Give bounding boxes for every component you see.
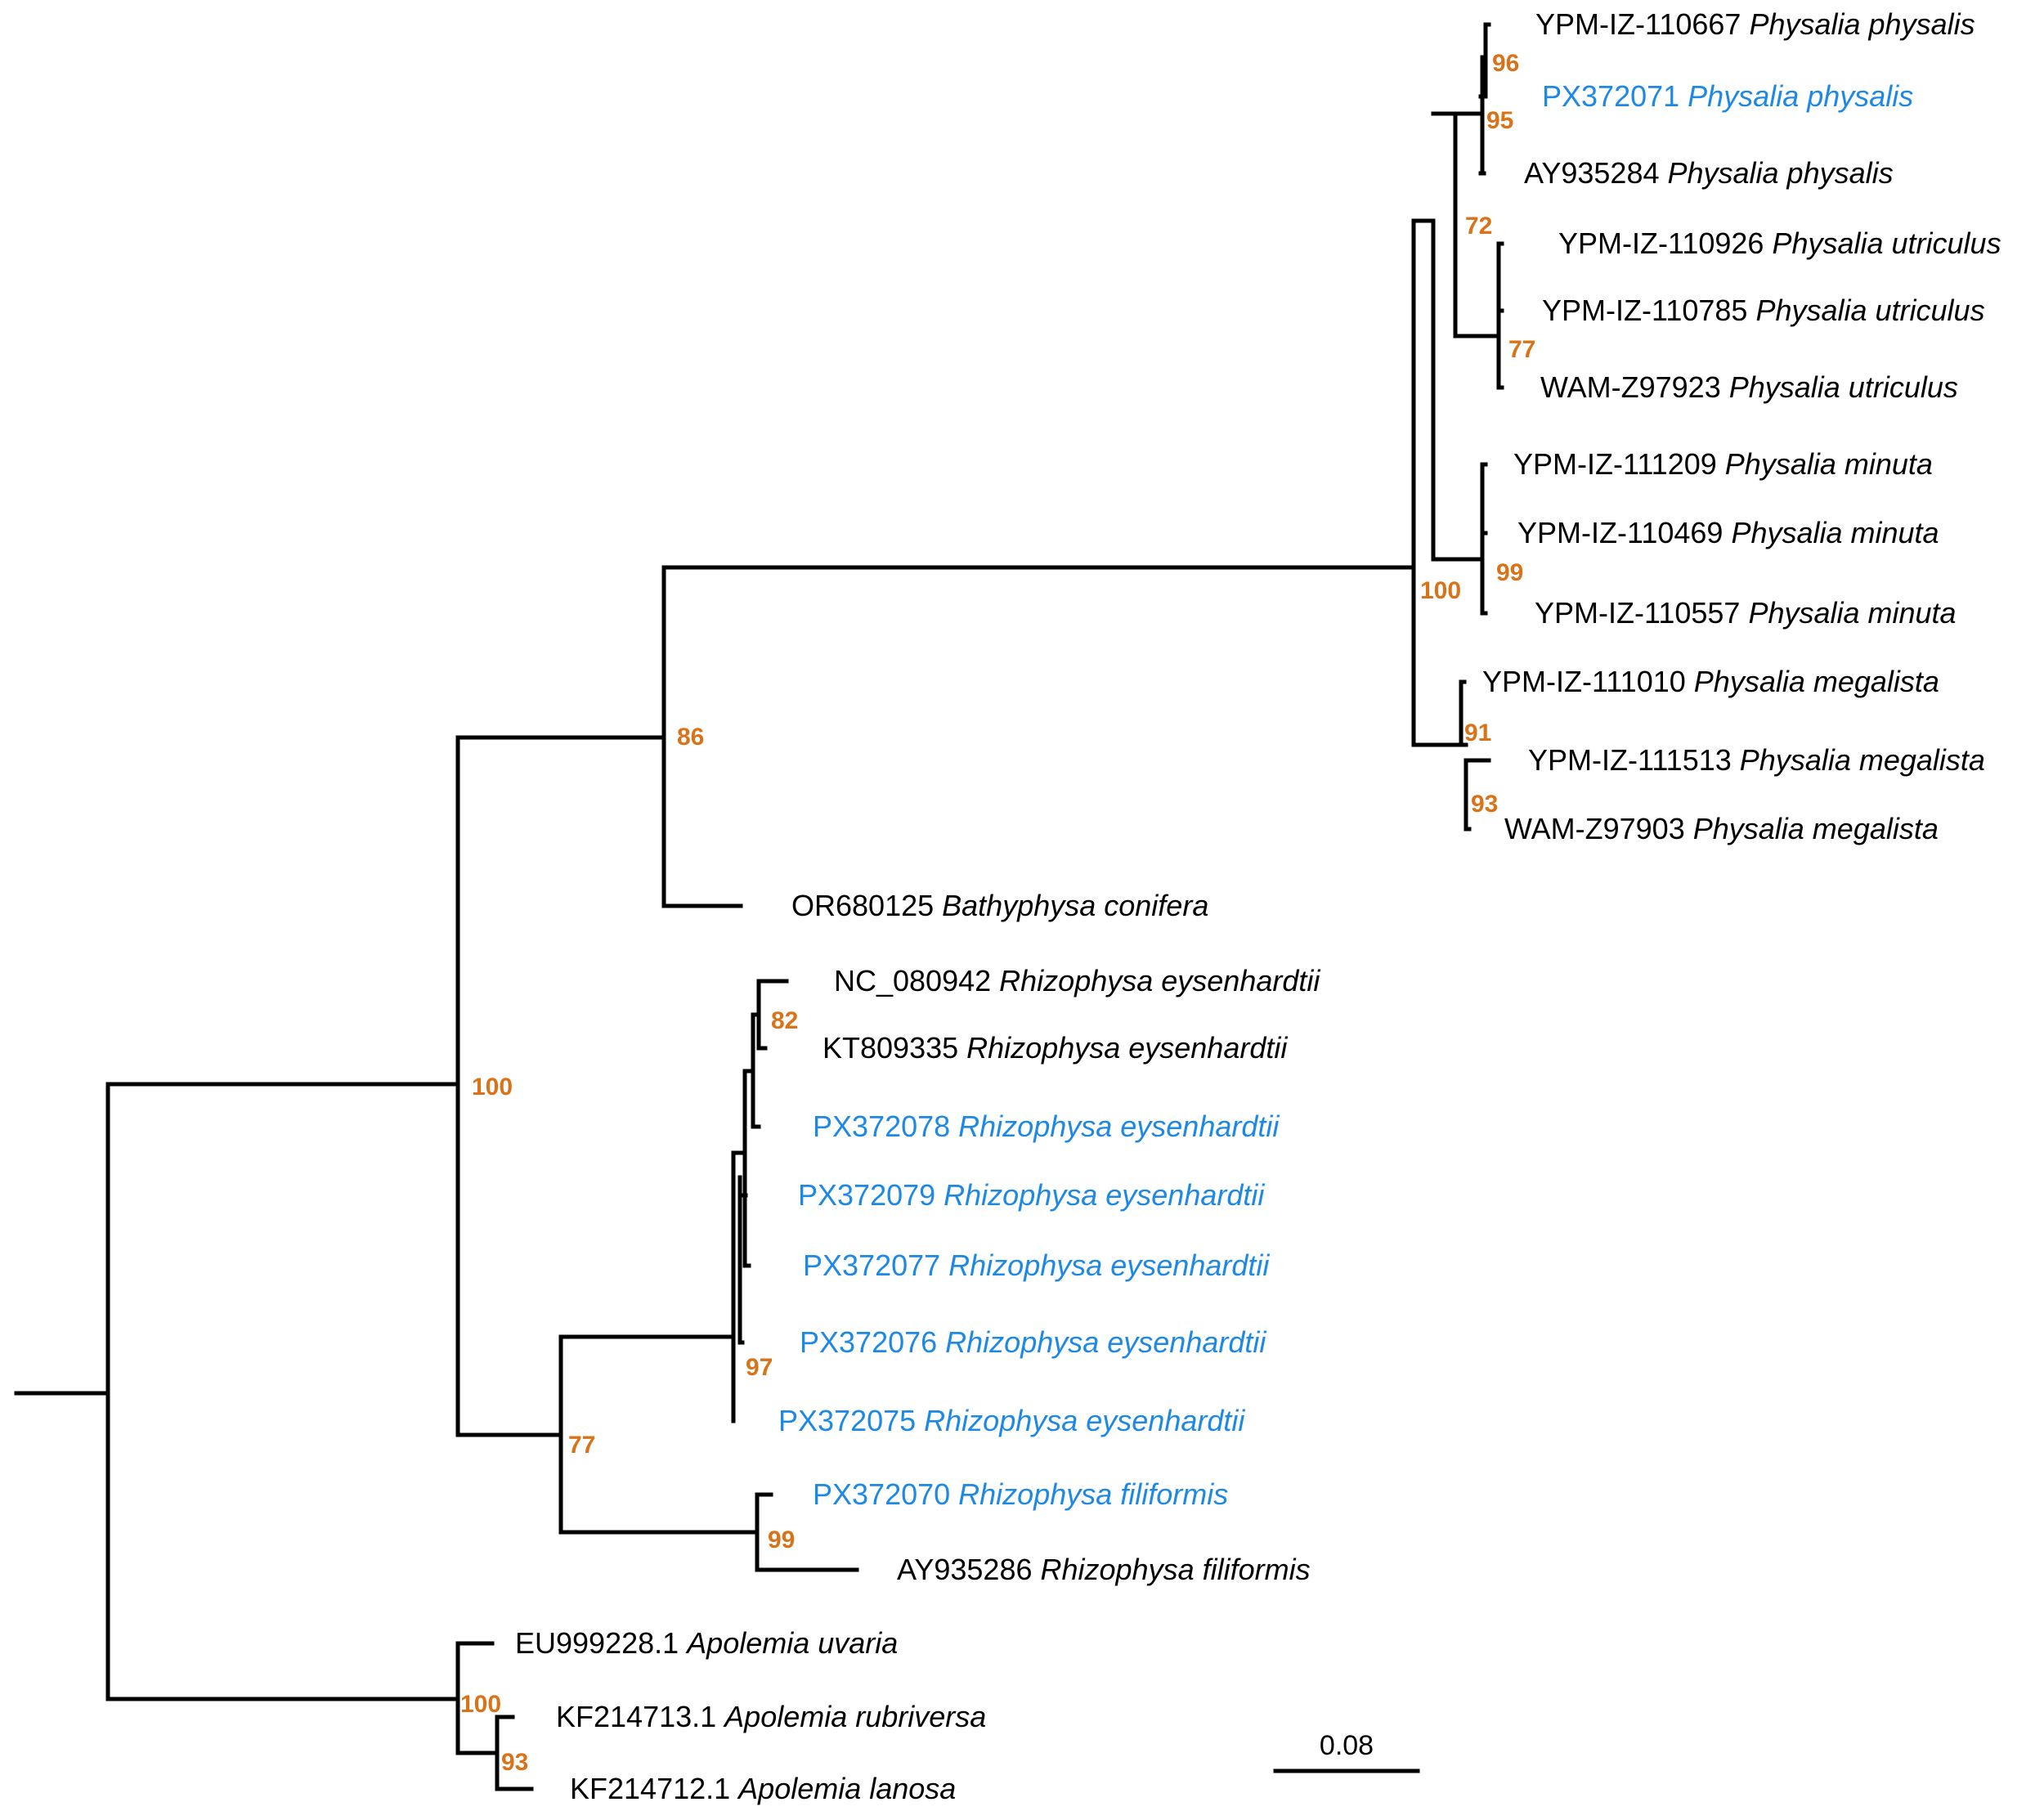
taxon-species: Rhizophysa eysenhardtii [999,964,1320,997]
taxon-species: Physalia physalis [1667,156,1893,190]
taxon-accession: PX372079 [798,1178,944,1212]
scale-bar-label: 0.08 [1320,1730,1374,1761]
taxon-accession: AY935284 [1524,156,1667,190]
taxon-species: Physalia utriculus [1772,226,2001,260]
taxon-accession: YPM-IZ-110785 [1542,294,1755,327]
taxon-accession: YPM-IZ-110926 [1558,226,1772,260]
taxon-species: Physalia megalista [1693,812,1939,845]
taxon-species: Apolemia uvaria [685,1626,898,1660]
taxon-accession: PX372076 [800,1325,945,1359]
support-values: 96 95 72 77 99 100 91 93 86 82 97 77 99 100 100 93 [460,50,1535,1776]
taxon-accession: PX372077 [803,1248,948,1282]
taxon-label: OR680125 Bathyphysa conifera [791,889,1208,922]
taxon-accession: YPM-IZ-111010 [1482,665,1694,698]
support-value: 82 [771,1007,798,1034]
support-value: 77 [1508,336,1535,363]
support-value: 72 [1465,213,1492,240]
support-value: 96 [1492,50,1519,77]
taxon-accession: KT809335 [823,1031,966,1065]
taxon-label: EU999228.1 Apolemia uvaria [515,1626,898,1660]
taxon-species: Physalia utriculus [1729,370,1958,404]
taxon-label: PX372076 Rhizophysa eysenhardtii [800,1325,1266,1359]
taxon-species: Rhizophysa eysenhardtii [958,1109,1280,1143]
taxon-label: WAM-Z97923 Physalia utriculus [1540,370,1958,404]
taxon-species: Rhizophysa filiformis [1040,1553,1310,1586]
taxon-label: PX372070 Rhizophysa filiformis [813,1477,1228,1511]
taxon-label: PX372075 Rhizophysa eysenhardtii [778,1404,1245,1437]
support-value: 100 [472,1074,513,1101]
support-value: 95 [1486,107,1513,134]
taxon-label: YPM-IZ-111209 Physalia minuta [1513,447,1933,481]
taxon-species: Rhizophysa eysenhardtii [944,1178,1265,1212]
taxon-species: Rhizophysa eysenhardtii [924,1404,1245,1437]
taxon-label: AY935284 Physalia physalis [1524,156,1894,190]
taxon-label: AY935286 Rhizophysa filiformis [897,1553,1311,1586]
taxon-species: Physalia megalista [1740,743,1985,777]
taxon-species: Rhizophysa eysenhardtii [966,1031,1288,1065]
taxon-accession: PX372075 [778,1404,924,1437]
taxon-accession: KF214712.1 [570,1772,738,1805]
support-value: 100 [460,1691,501,1718]
taxon-label: NC_080942 Rhizophysa eysenhardtii [834,964,1320,997]
taxon-accession: YPM-IZ-110667 [1535,7,1749,41]
taxon-accession: YPM-IZ-111513 [1528,743,1740,777]
taxon-species: Bathyphysa conifera [942,889,1208,922]
taxon-accession: YPM-IZ-110469 [1517,516,1731,549]
taxon-accession: AY935286 [897,1553,1040,1586]
support-value: 99 [768,1526,795,1553]
taxon-accession: YPM-IZ-110557 [1535,596,1748,630]
taxon-species: Physalia minuta [1748,596,1956,630]
taxon-species: Physalia utriculus [1755,294,1984,327]
taxon-species: Physalia megalista [1694,665,1939,698]
taxon-accession: KF214713.1 [556,1700,724,1733]
scale-bar: 0.08 [1273,1730,1420,1773]
taxon-species: Apolemia rubriversa [723,1700,986,1733]
taxon-species: Physalia minuta [1731,516,1939,549]
taxon-label: YPM-IZ-110785 Physalia utriculus [1542,294,1985,327]
taxon-label: PX372078 Rhizophysa eysenhardtii [813,1109,1280,1143]
taxon-label: YPM-IZ-110469 Physalia minuta [1517,516,1939,549]
taxon-species: Physalia physalis [1688,79,1913,113]
taxon-accession: EU999228.1 [515,1626,687,1660]
taxon-species: Physalia physalis [1749,7,1975,41]
taxon-accession: YPM-IZ-111209 [1513,447,1725,481]
support-value: 99 [1496,559,1523,586]
taxon-label: WAM-Z97903 Physalia megalista [1504,812,1939,845]
taxon-accession: NC_080942 [834,964,999,997]
taxon-species: Rhizophysa eysenhardtii [948,1248,1270,1282]
taxon-label: PX372077 Rhizophysa eysenhardtii [803,1248,1270,1282]
taxon-label: YPM-IZ-110926 Physalia utriculus [1558,226,2001,260]
taxon-labels: YPM-IZ-110667 Physalia physalisPX372071 … [515,7,2001,1805]
taxon-label: KT809335 Rhizophysa eysenhardtii [823,1031,1288,1065]
taxon-label: PX372071 Physalia physalis [1542,79,1913,113]
taxon-accession: PX372078 [813,1109,958,1143]
taxon-label: KF214712.1 Apolemia lanosa [570,1772,956,1805]
support-value: 77 [568,1432,595,1459]
support-value: 100 [1420,577,1461,604]
taxon-species: Physalia minuta [1725,447,1933,481]
taxon-accession: WAM-Z97903 [1504,812,1693,845]
taxon-label: KF214713.1 Apolemia rubriversa [556,1700,986,1733]
taxon-species: Apolemia lanosa [737,1772,956,1805]
taxon-label: YPM-IZ-111010 Physalia megalista [1482,665,1939,698]
support-value: 86 [677,724,704,751]
taxon-label: PX372079 Rhizophysa eysenhardtii [798,1178,1265,1212]
taxon-label: YPM-IZ-111513 Physalia megalista [1528,743,1985,777]
support-value: 91 [1464,719,1491,746]
taxon-label: YPM-IZ-110557 Physalia minuta [1535,596,1957,630]
support-value: 93 [501,1749,528,1776]
taxon-accession: PX372070 [813,1477,958,1511]
taxon-accession: WAM-Z97923 [1540,370,1729,404]
support-value: 97 [746,1354,773,1381]
taxon-species: Rhizophysa eysenhardtii [945,1325,1266,1359]
support-value: 93 [1471,791,1498,818]
taxon-accession: OR680125 [791,889,942,922]
taxon-accession: PX372071 [1542,79,1688,113]
taxon-species: Rhizophysa filiformis [958,1477,1228,1511]
taxon-label: YPM-IZ-110667 Physalia physalis [1535,7,1975,41]
tree-branches [14,22,1504,1791]
